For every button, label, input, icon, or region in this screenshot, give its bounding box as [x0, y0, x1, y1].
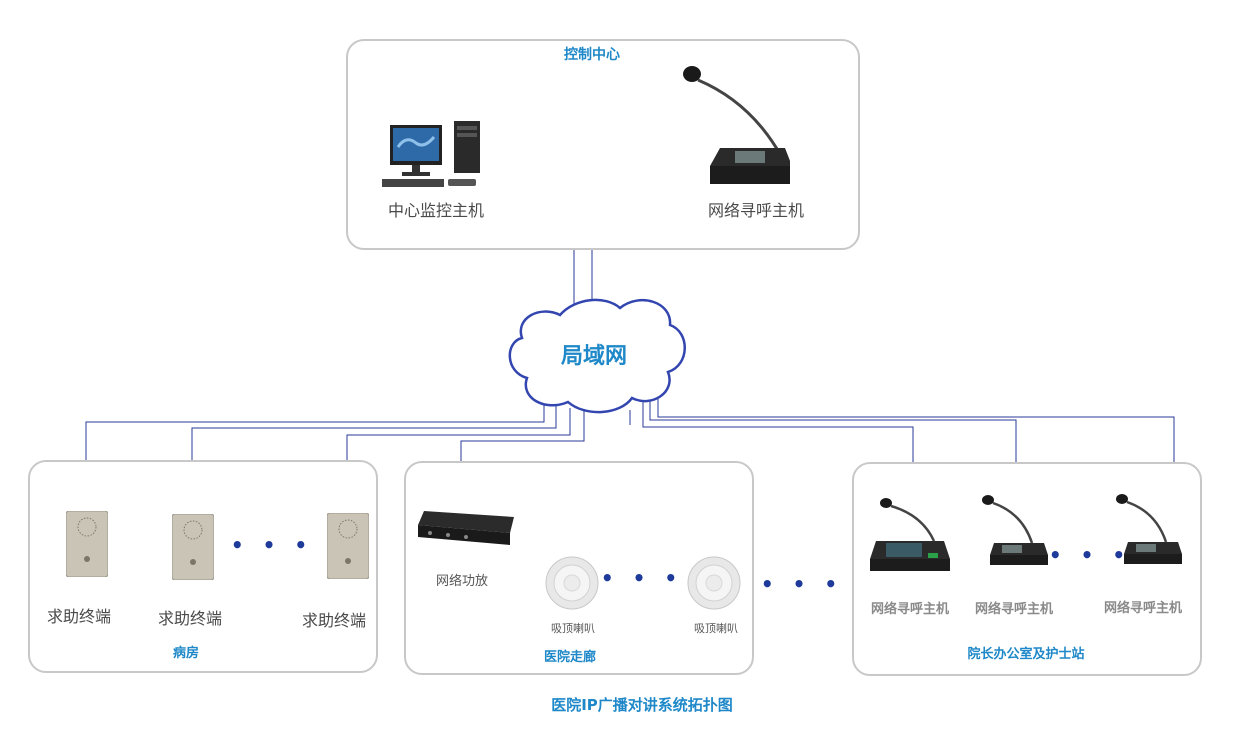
office-host-label: 网络寻呼主机: [870, 602, 950, 617]
help-terminal-label: 求助终端: [46, 607, 112, 626]
link-office-2: [642, 402, 914, 492]
lan-label: 局域网: [560, 344, 628, 369]
help-terminal-icon: [66, 511, 108, 577]
office-host-label: 网络寻呼主机: [1103, 601, 1183, 616]
help-terminal-label: 求助终端: [157, 609, 223, 628]
office-host-label: 网络寻呼主机: [974, 602, 1054, 617]
computer-icon: [382, 121, 480, 187]
office-ellipsis: • • •: [1048, 543, 1132, 567]
monitor-host-label: 中心监控主机: [387, 201, 485, 220]
diagram-title: 医院IP广播对讲系统拓扑图: [551, 696, 733, 714]
paging-host-icon: [870, 498, 950, 571]
corridor-ellipsis: • • •: [600, 566, 684, 590]
section-ellipsis: • • •: [760, 572, 844, 596]
paging-host-icon: [1116, 494, 1182, 564]
ward-ellipsis: • • •: [230, 533, 314, 557]
help-terminal-label: 求助终端: [301, 611, 367, 630]
help-terminal-icon: [172, 514, 214, 580]
ceiling-speaker-icon: [687, 556, 741, 610]
speaker-label: 吸顶喇叭: [551, 622, 595, 635]
paging-console-icon: [683, 66, 790, 184]
link-office-3: [649, 396, 1017, 497]
paging-host-label: 网络寻呼主机: [707, 201, 805, 220]
link-office-4: [657, 388, 1175, 498]
amplifier-icon: [418, 511, 514, 545]
lan-cloud-icon: [508, 298, 686, 414]
speaker-label: 吸顶喇叭: [694, 622, 738, 635]
ward-title: 病房: [172, 646, 200, 661]
ceiling-speaker-icon: [545, 556, 599, 610]
help-terminal-icon: [327, 513, 369, 579]
paging-host-icon: [982, 495, 1048, 565]
amplifier-label: 网络功放: [435, 574, 489, 589]
corridor-title: 医院走廊: [543, 650, 597, 665]
control-center-title: 控制中心: [564, 47, 620, 63]
office-title: 院长办公室及护士站: [967, 647, 1085, 662]
